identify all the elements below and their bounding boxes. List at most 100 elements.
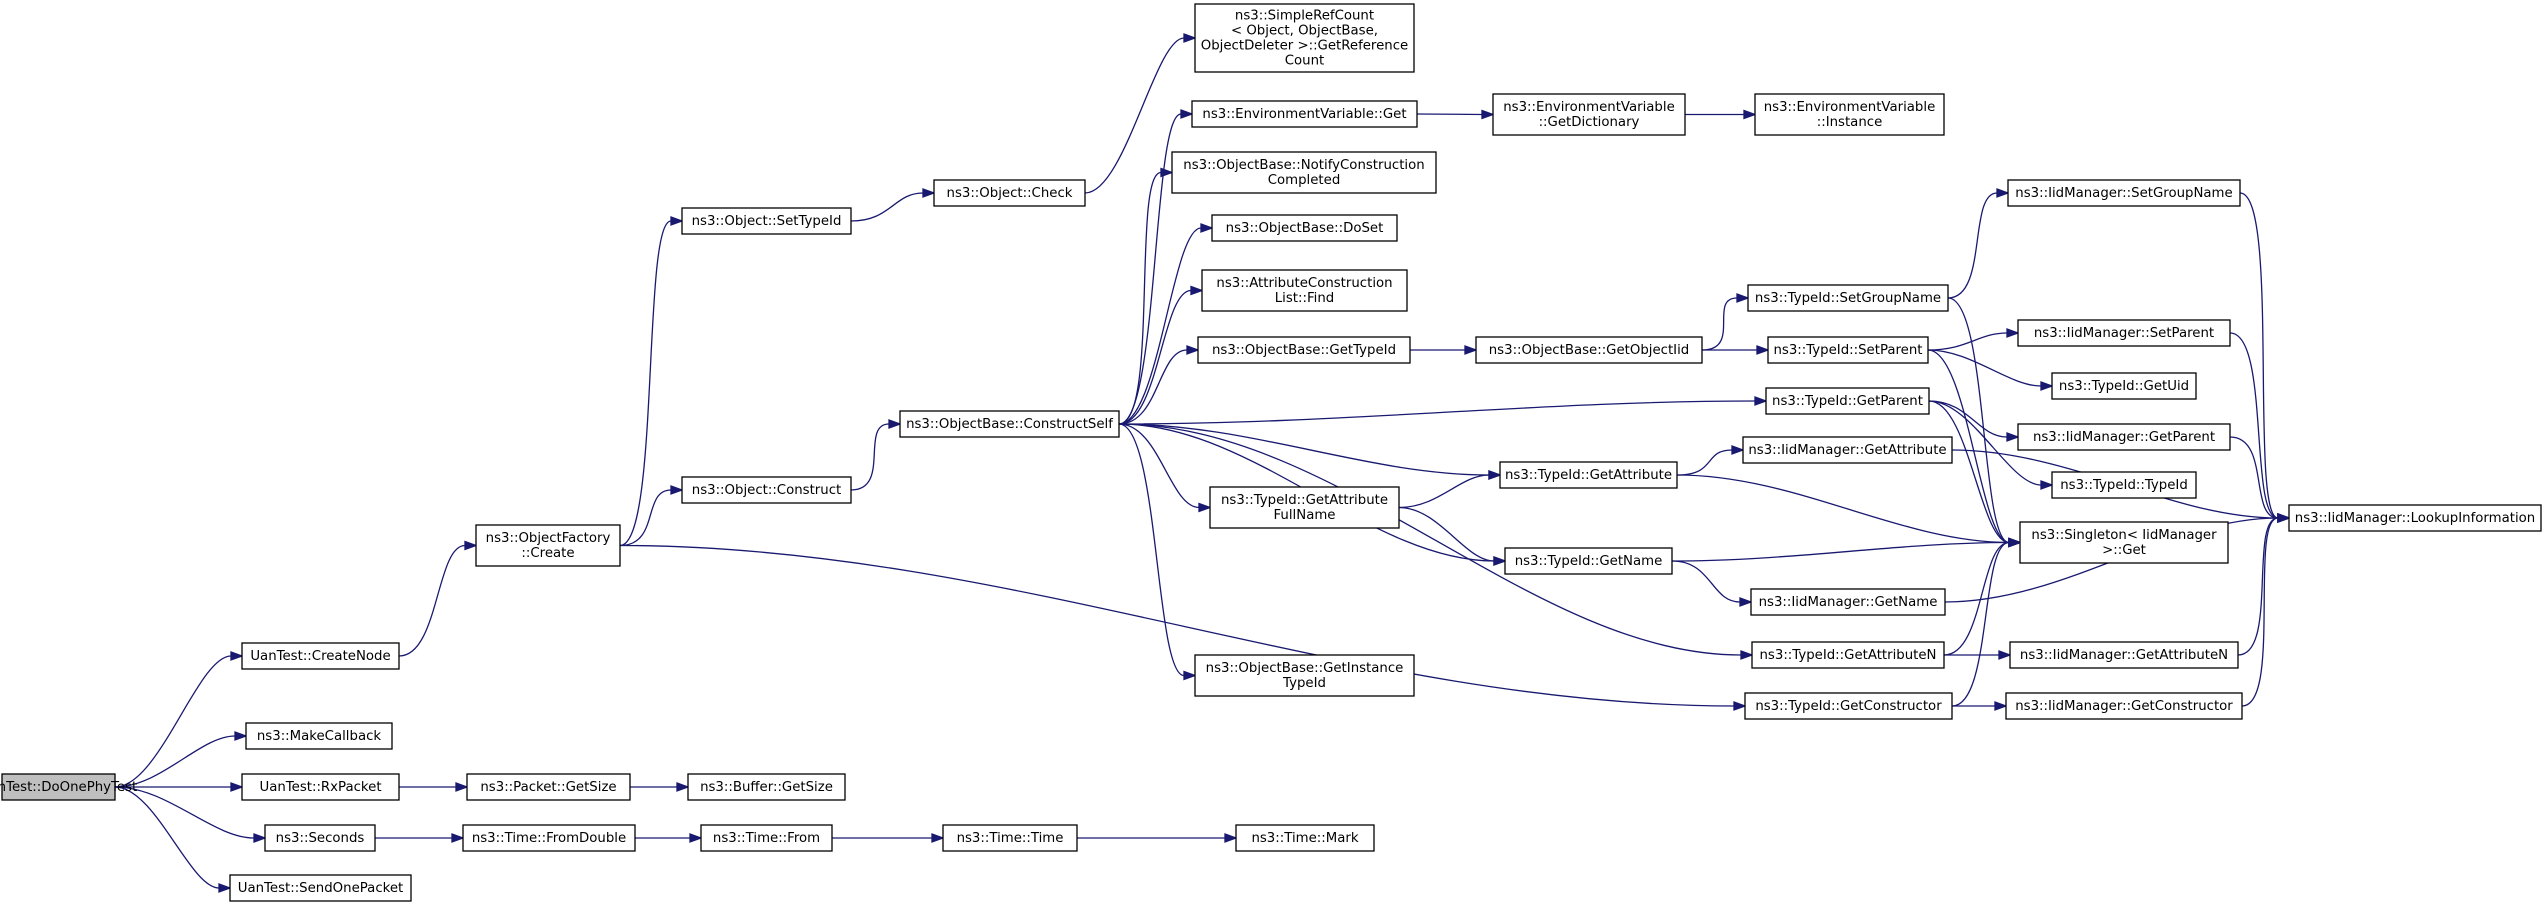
edge-line [850,423,890,491]
node-box [264,824,376,852]
node-box [899,410,1120,438]
node-n28[interactable]: ns3::TypeId::GetName [1504,547,1673,575]
node-n11[interactable]: ns3::Buffer::GetSize [687,773,846,801]
node-label: ns3::TypeId::GetAttributeN [1760,648,1937,663]
node-box [700,824,833,852]
node-n29[interactable]: ns3::EnvironmentVariable::Instance [1754,93,1945,136]
edge-line [1398,474,1490,509]
node-label: ns3::ObjectFactory [486,531,611,546]
node-n34[interactable]: ns3::IidManager::GetName [1750,588,1946,616]
node-n42[interactable]: ns3::Singleton< IidManager >::Get [2019,521,2229,564]
node-label: ns3::ObjectBase::ConstructSelf [906,417,1113,432]
node-n36[interactable]: ns3::TypeId::GetConstructor [1744,692,1953,720]
node-label: ns3::IidManager::SetGroupName [2015,186,2232,201]
edge-line [2237,517,2279,656]
edge-line [398,544,466,657]
node-n37[interactable]: ns3::IidManager::SetGroupName [2007,179,2241,207]
edge-line [1118,423,1200,509]
edge-n6-n9 [619,216,684,547]
node-box [1211,214,1398,242]
edge-line [1676,474,2010,544]
node-label: ns3::Object::Construct [692,483,841,498]
node-n39[interactable]: ns3::TypeId::GetUid [2051,372,2197,400]
node-n6[interactable]: ns3::ObjectFactory::Create [475,524,621,567]
node-n2[interactable]: ns3::MakeCallback [245,722,393,750]
edge-arrowhead [670,485,684,495]
node-n1[interactable]: UanTest::CreateNode [241,642,400,670]
node-box [466,773,631,801]
node-n38[interactable]: ns3::IidManager::SetParent [2017,319,2231,347]
node-n26[interactable]: ns3::ObjectBase::GetObjectIid [1475,336,1703,364]
edge-n32-n42 [1928,400,2022,548]
node-n43[interactable]: ns3::IidManager::GetAttributeN [2009,641,2239,669]
edge-line [2241,517,2279,707]
edge-n17-n25 [1416,109,1495,120]
edge-line [2229,332,2279,519]
node-n4[interactable]: ns3::Seconds [264,824,376,852]
node-n35[interactable]: ns3::TypeId::GetAttributeN [1751,641,1945,669]
node-box [1194,654,1415,697]
node-n14[interactable]: ns3::ObjectBase::ConstructSelf [899,410,1120,438]
edge-line [619,220,672,547]
node-n19[interactable]: ns3::ObjectBase::DoSet [1211,214,1398,242]
node-root[interactable]: UanTest::DoOnePhyTest [0,773,137,801]
edge-line [114,786,255,839]
edge-arrowhead [1733,701,1747,711]
node-box [942,824,1078,852]
edge-arrowhead [464,540,478,551]
node-n3[interactable]: UanTest::RxPacket [241,773,400,801]
node-n7[interactable]: ns3::Packet::GetSize [466,773,631,801]
node-label: ns3::IidManager::GetConstructor [2015,699,2233,714]
node-n16[interactable]: ns3::SimpleRefCount< Object, ObjectBase,… [1194,3,1415,73]
node-label: ns3::TypeId::SetParent [1773,343,1922,358]
edge-arrowhead [1190,285,1204,296]
node-n32[interactable]: ns3::TypeId::GetParent [1765,387,1930,415]
edge-line [1398,506,1495,562]
edge-line [1118,423,1490,476]
node-box [1492,93,1686,136]
node-n18[interactable]: ns3::ObjectBase::NotifyConstructionCompl… [1171,151,1437,194]
node-n44[interactable]: ns3::IidManager::GetConstructor [2005,692,2243,720]
edge-n14-n19 [1118,223,1214,425]
edge-arrowhead [1743,109,1757,120]
node-n12[interactable]: ns3::Time::From [700,824,833,852]
node-n17[interactable]: ns3::EnvironmentVariable::Get [1191,100,1418,128]
node-box [2051,471,2197,499]
node-box [1499,461,1678,489]
node-n40[interactable]: ns3::IidManager::GetParent [2017,423,2231,451]
node-n24[interactable]: ns3::Time::Mark [1235,824,1375,852]
node-n13[interactable]: ns3::Object::Check [933,179,1086,207]
node-label: ObjectDeleter >::GetReference [1201,39,1408,54]
node-n10[interactable]: ns3::Object::Construct [681,476,852,504]
node-label: ns3::TypeId::SetGroupName [1755,291,1941,306]
node-label: ns3::IidManager::GetAttributeN [2020,648,2228,663]
edge-n9-n13 [850,188,936,222]
node-n15[interactable]: ns3::Time::Time [942,824,1078,852]
node-n9[interactable]: ns3::Object::SetTypeId [681,207,852,235]
node-n25[interactable]: ns3::EnvironmentVariable::GetDictionary [1492,93,1686,136]
node-label: ns3::Packet::GetSize [480,780,616,795]
node-n41[interactable]: ns3::TypeId::TypeId [2051,471,2197,499]
edge-n3-n7 [399,782,469,792]
node-n30[interactable]: ns3::TypeId::SetGroupName [1747,284,1949,312]
node-label: ns3::Buffer::GetSize [700,780,833,795]
node-n5[interactable]: UanTest::SendOnePacket [229,874,412,902]
node-n8[interactable]: ns3::Time::FromDouble [462,824,636,852]
node-n21[interactable]: ns3::ObjectBase::GetTypeId [1197,336,1411,364]
node-box [1751,641,1945,669]
node-label: FullName [1274,508,1336,523]
edge-n32-n41 [1928,400,2054,490]
node-n33[interactable]: ns3::IidManager::GetAttribute [1742,436,1953,464]
node-n45[interactable]: ns3::IidManager::LookupInformation [2288,504,2542,532]
node-n27[interactable]: ns3::TypeId::GetAttribute [1499,461,1678,489]
node-label: ns3::ObjectBase::GetInstance [1206,661,1404,676]
node-label: ns3::ObjectBase::GetTypeId [1212,343,1396,358]
edge-n21-n26 [1410,345,1478,355]
edge-arrowhead [1740,650,1754,660]
node-n31[interactable]: ns3::TypeId::SetParent [1767,336,1929,364]
node-label: ns3::AttributeConstruction [1216,276,1392,291]
